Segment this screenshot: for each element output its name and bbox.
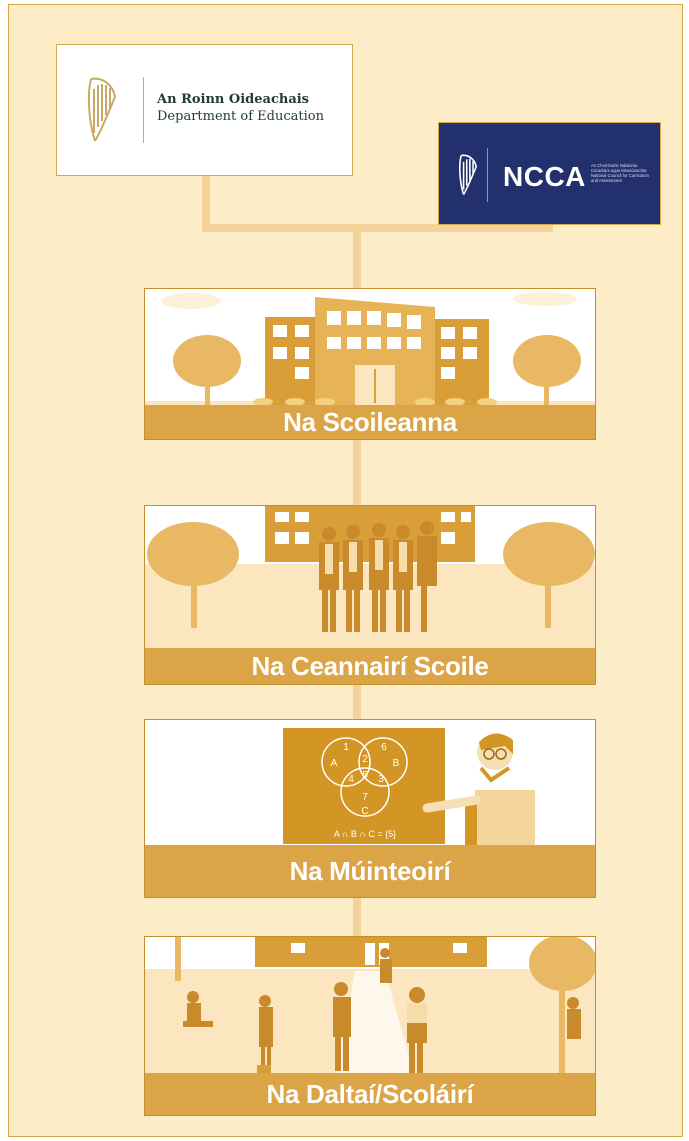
venn-circle-b xyxy=(358,737,408,787)
logo-divider xyxy=(487,148,488,202)
tier-label: Na Múinteoirí xyxy=(289,855,451,886)
ncca-logo: NCCA An Chomhairle Náisiúnta Curaclaim a… xyxy=(438,122,661,225)
venn-number: 6 xyxy=(381,742,387,753)
tier-school-leaders: Na Ceannairí Scoile xyxy=(144,505,596,685)
tier-students: Na Daltaí/Scoláirí xyxy=(144,936,596,1116)
connector-main-2 xyxy=(353,440,361,505)
department-name: An Roinn Oideachais Department of Educat… xyxy=(157,91,324,125)
harp-icon xyxy=(87,77,117,142)
ncca-title: NCCA xyxy=(503,161,586,192)
venn-number: 4 xyxy=(348,774,354,785)
connector-horizontal xyxy=(202,224,553,232)
tier-label-bar: Na Scoileanna xyxy=(145,405,595,439)
logo-divider xyxy=(143,77,144,143)
connector-main-4 xyxy=(353,898,361,936)
department-name-english: Department of Education xyxy=(157,109,324,124)
tier-schools: Na Scoileanna xyxy=(144,288,596,440)
venn-number: 5 xyxy=(362,770,368,781)
venn-circle-a xyxy=(321,737,371,787)
connector-main-1 xyxy=(353,232,361,288)
venn-equation: A ∩ B ∩ C = {5} xyxy=(334,829,396,839)
tier-label-bar: Na Ceannairí Scoile xyxy=(145,648,595,684)
venn-circle-c xyxy=(340,767,390,817)
tier-label: Na Ceannairí Scoile xyxy=(251,650,489,681)
ncca-subtitle: An Chomhairle Náisiúnta Curaclaim agus M… xyxy=(591,163,649,183)
department-of-education-logo: An Roinn Oideachais Department of Educat… xyxy=(56,44,353,176)
venn-set-label: A xyxy=(331,758,338,769)
tier-label: Na Daltaí/Scoláirí xyxy=(266,1078,474,1109)
tier-label: Na Scoileanna xyxy=(283,406,457,437)
venn-number: 3 xyxy=(378,774,384,785)
venn-number: 1 xyxy=(343,742,349,753)
venn-set-label: C xyxy=(361,806,368,817)
venn-number: 7 xyxy=(362,792,368,803)
students-illustration xyxy=(145,937,595,1079)
tier-label-bar: Na Daltaí/Scoláirí xyxy=(145,1073,595,1115)
venn-set-label: B xyxy=(393,758,400,769)
department-name-irish: An Roinn Oideachais xyxy=(157,92,310,107)
connector-main-3 xyxy=(353,685,361,719)
tier-label-bar: Na Múinteoirí xyxy=(145,845,595,897)
tier-teachers: 1 6 2 5 4 3 7 A B C A ∩ B ∩ C = {5} Na M… xyxy=(144,719,596,898)
connector-dept-down xyxy=(202,176,210,232)
harp-icon xyxy=(458,154,477,195)
venn-number: 2 xyxy=(362,754,368,765)
school-leaders-illustration xyxy=(145,506,595,654)
